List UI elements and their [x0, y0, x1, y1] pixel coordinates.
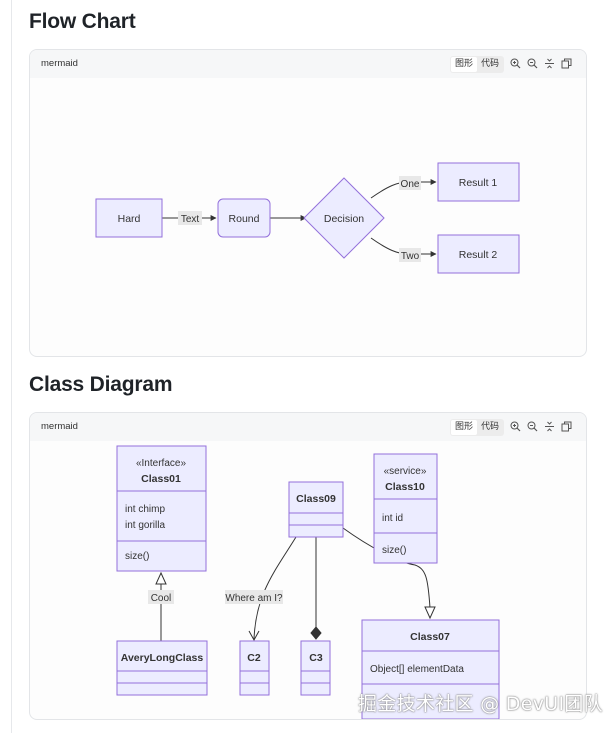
tab-graph[interactable]: 图形: [450, 420, 477, 435]
class-field: int chimp: [125, 504, 165, 515]
fit-icon[interactable]: [543, 419, 555, 433]
node-result1[interactable]: Result 1: [437, 162, 520, 202]
node-label: Round: [229, 213, 260, 225]
class-diagram-panel: mermaid 图形 代码 Cool: [29, 412, 587, 720]
class-name: Class07: [410, 631, 450, 643]
edge-label-one: One: [401, 179, 420, 190]
class-field: int gorilla: [125, 520, 165, 531]
flow-chart-canvas: Text One Two Hard Round Decision Re: [95, 162, 520, 274]
edge-class09-c3-composition: [310, 537, 322, 640]
class-box-c3[interactable]: C3: [300, 640, 331, 696]
edge-label-two: Two: [401, 251, 420, 262]
class-stereotype: «Interface»: [136, 458, 186, 469]
class-name: C2: [247, 652, 261, 664]
node-label: Decision: [324, 213, 364, 225]
edge-label-bg: [225, 590, 283, 604]
node-result2[interactable]: Result 2: [437, 234, 520, 274]
class-box-class09[interactable]: Class09: [288, 481, 344, 538]
edge-label-bg: [399, 176, 421, 190]
node-round[interactable]: Round: [217, 198, 271, 238]
node-hard[interactable]: Hard: [95, 198, 163, 238]
copy-icon[interactable]: [560, 56, 572, 70]
edge-class09-class07-realization: [342, 527, 436, 620]
zoom-in-icon[interactable]: [509, 419, 521, 433]
edge-class09-c2: [248, 536, 297, 642]
tab-graph[interactable]: 图形: [450, 57, 477, 72]
class-box-c2[interactable]: C2: [239, 640, 270, 696]
class-name: Class10: [385, 481, 425, 493]
class-field: int id: [382, 513, 403, 524]
panel-header: mermaid 图形 代码: [30, 413, 586, 441]
class-box-class10[interactable]: «service» Class10 int id size(): [373, 453, 438, 564]
edge-label-where: Where am I?: [225, 593, 283, 604]
node-decision[interactable]: Decision: [303, 177, 385, 259]
class-diagram-canvas: Cool Where am I? «Interface» Class01 int…: [116, 445, 500, 719]
node-label: Hard: [118, 213, 141, 225]
page-left-rule: [11, 0, 12, 733]
class-box-class07[interactable]: Class07 Object[] elementData: [361, 619, 500, 719]
edge-avery-class01-inheritance: [155, 571, 167, 641]
class-name: Class01: [141, 473, 181, 485]
panel-toolbar: [509, 419, 572, 433]
class-field: Object[] elementData: [370, 664, 464, 675]
zoom-out-icon[interactable]: [526, 419, 538, 433]
flow-chart-panel: mermaid 图形 代码: [29, 49, 587, 357]
view-tabs: 图形 代码: [449, 56, 504, 73]
panel-language-label: mermaid: [41, 421, 78, 432]
edge-label-bg: [178, 211, 202, 225]
tab-code[interactable]: 代码: [480, 58, 499, 68]
flow-chart-heading: Flow Chart: [29, 10, 136, 33]
class-method: size(): [125, 551, 149, 562]
panel-header: mermaid 图形 代码: [30, 50, 586, 78]
view-tabs: 图形 代码: [449, 419, 504, 436]
class-name: AveryLongClass: [121, 652, 204, 664]
watermark-text: 掘金技术社区 @ DevUI团队: [358, 693, 603, 715]
node-label: Result 1: [459, 177, 498, 189]
class-method: size(): [382, 545, 406, 556]
zoom-out-icon[interactable]: [526, 56, 538, 70]
fit-icon[interactable]: [543, 56, 555, 70]
class-name: Class09: [296, 493, 336, 505]
edge-label-bg: [399, 248, 421, 262]
class-diagram-heading: Class Diagram: [29, 373, 173, 396]
class-name: C3: [309, 652, 323, 664]
panel-language-label: mermaid: [41, 58, 78, 69]
panel-toolbar: [509, 56, 572, 70]
zoom-in-icon[interactable]: [509, 56, 521, 70]
class-box-averylongclass[interactable]: AveryLongClass: [116, 640, 208, 696]
edge-label-cool: Cool: [151, 593, 172, 604]
edge-label-text: Text: [181, 214, 200, 225]
tab-code[interactable]: 代码: [480, 421, 499, 431]
copy-icon[interactable]: [560, 419, 572, 433]
class-stereotype: «service»: [384, 466, 427, 477]
edge-label-bg: [148, 590, 174, 604]
class-box-class01[interactable]: «Interface» Class01 int chimp int gorill…: [116, 445, 207, 572]
node-label: Result 2: [459, 249, 498, 261]
